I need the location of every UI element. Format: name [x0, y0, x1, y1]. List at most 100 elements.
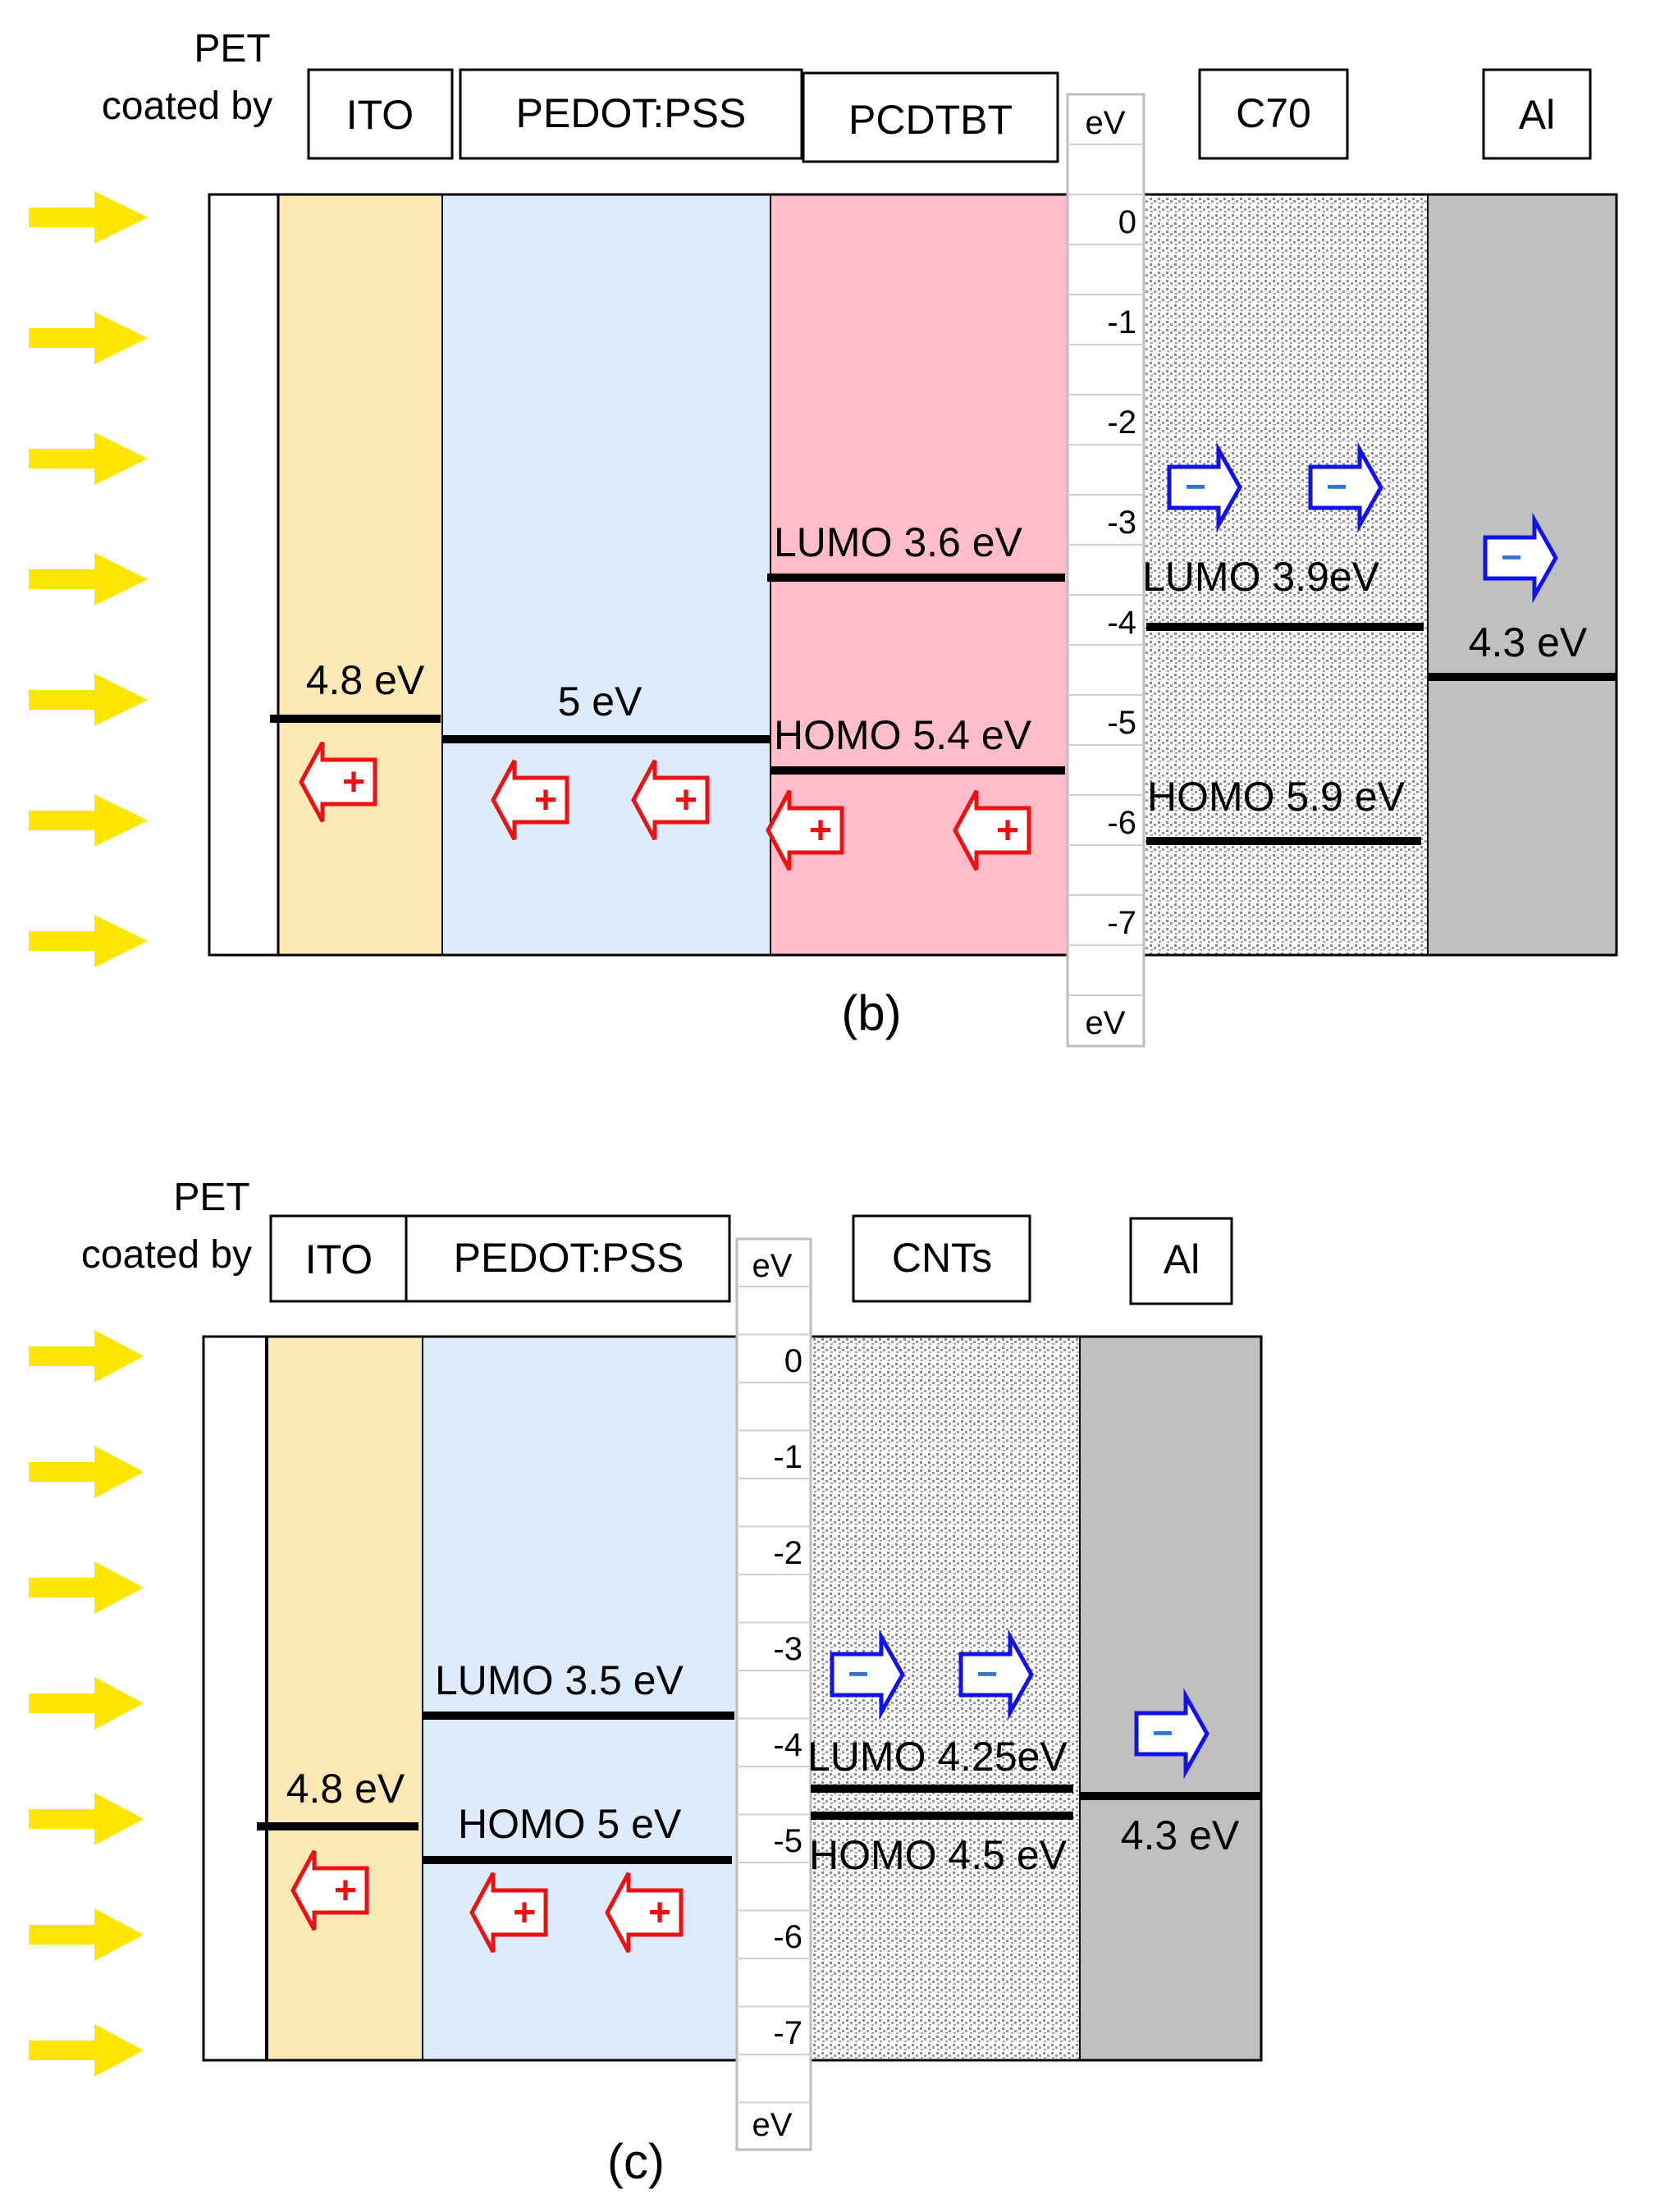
svg-text:−: − — [1326, 467, 1347, 507]
light-arrow-icon — [29, 1561, 144, 1614]
hole-arrow-icon: + — [299, 741, 377, 823]
svg-text:−: − — [976, 1654, 998, 1694]
hole-arrows-c: + + + — [290, 1849, 684, 1954]
al-level-label: 4.3 eV — [1121, 1812, 1240, 1858]
scale-tick-label: -1 — [1107, 304, 1136, 340]
svg-text:−: − — [1185, 467, 1206, 507]
pedot-homo-label: HOMO 5 eV — [458, 1801, 682, 1847]
svg-text:+: + — [648, 1891, 671, 1935]
panel-b: PET coated by ITO PEDOT:PSS PCDTBT C70 A… — [29, 27, 1618, 1048]
al-label-box-c — [1129, 1217, 1233, 1305]
ito-level-label: 4.8 eV — [306, 657, 425, 703]
electron-arrow-icon: − — [830, 1629, 905, 1721]
light-arrows-b — [29, 191, 148, 967]
scale-unit-top: eV — [1086, 105, 1126, 141]
scale-tick-label: -7 — [773, 2015, 802, 2051]
pcdtbt-homo-label: HOMO 5.4 eV — [774, 712, 1032, 758]
ev-scale-c: eV eV 0 -1 -2 -3 -4 -5 -6 -7 — [735, 1237, 812, 2151]
c70-label: C70 — [1236, 90, 1311, 136]
light-arrow-icon — [29, 312, 148, 364]
cnts-lumo-label: LUMO 4.25eV — [807, 1734, 1068, 1780]
hole-arrow-icon: + — [290, 1849, 369, 1931]
pcdtbt-label-box-b — [802, 71, 1059, 163]
pedot-label: PEDOT:PSS — [454, 1235, 684, 1281]
scale-unit-bottom: eV — [752, 2107, 793, 2143]
pet-substrate-c — [203, 1337, 267, 2060]
scale-tick-label: -5 — [773, 1823, 802, 1859]
al-label: Al — [1519, 92, 1555, 138]
cnts-homo-label: HOMO 4.5 eV — [809, 1832, 1068, 1878]
pedot-label: PEDOT:PSS — [516, 90, 747, 136]
substrate-label-line1: PET — [173, 1176, 249, 1219]
hole-arrows-b: + + + + + — [299, 741, 1031, 871]
pedot-layer-b — [442, 194, 770, 955]
hole-arrow-icon: + — [469, 1872, 548, 1954]
pet-substrate-b — [209, 194, 278, 955]
pedot-label-box-b — [459, 68, 803, 160]
light-arrow-icon — [29, 1330, 144, 1382]
scale-tick-label: -2 — [1107, 404, 1136, 441]
electron-arrow-icon: − — [958, 1629, 1034, 1721]
light-arrows-c — [29, 1330, 144, 2077]
substrate-label-line2: coated by — [102, 85, 272, 128]
ito-layer-b — [278, 194, 442, 955]
light-arrow-icon — [29, 915, 148, 967]
ito-label: ITO — [346, 92, 414, 138]
svg-text:−: − — [1501, 537, 1522, 578]
ev-scale-b: eV eV 0 -1 -2 -3 -4 -5 -6 -7 — [1066, 93, 1145, 1048]
scale-tick-label: -3 — [773, 1631, 802, 1667]
light-arrow-icon — [29, 2024, 144, 2077]
scale-unit-bottom: eV — [1086, 1005, 1126, 1041]
light-arrow-icon — [29, 191, 148, 244]
hole-arrow-icon: + — [953, 789, 1031, 871]
panel-c-caption: (c) — [607, 2134, 665, 2189]
svg-text:−: − — [848, 1654, 869, 1694]
al-label-box-b — [1482, 68, 1592, 160]
c70-label-box-b — [1198, 68, 1349, 160]
panel-c: PET coated by ITO PEDOT:PSS CNTs Al eV e… — [29, 1176, 1263, 2189]
scale-tick-label: -1 — [773, 1439, 802, 1475]
device-frame-c — [202, 1335, 1263, 2062]
hole-arrow-icon: + — [631, 759, 710, 841]
cnts-label: CNTs — [892, 1235, 992, 1281]
pedot-level-label: 5 eV — [558, 679, 643, 724]
ito-label: ITO — [305, 1236, 373, 1282]
electron-arrow-icon: − — [1134, 1688, 1209, 1780]
ito-layer-c — [267, 1337, 423, 2060]
svg-text:−: − — [1152, 1713, 1173, 1753]
light-arrow-icon — [29, 674, 148, 726]
light-arrow-icon — [29, 1446, 144, 1498]
pcdtbt-label: PCDTBT — [848, 97, 1013, 143]
svg-text:+: + — [674, 779, 697, 822]
electron-arrow-icon: − — [1483, 512, 1558, 604]
svg-text:+: + — [334, 1869, 357, 1913]
light-arrow-icon — [29, 553, 148, 606]
scale-tick-label: -5 — [1107, 705, 1136, 741]
scale-tick-label: -6 — [1107, 805, 1136, 841]
c70-homo-label: HOMO 5.9 eV — [1147, 774, 1406, 820]
light-arrow-icon — [29, 1908, 144, 1961]
scale-tick-label: -6 — [773, 1919, 802, 1955]
light-arrow-icon — [29, 1793, 144, 1845]
scale-tick-label: 0 — [1118, 204, 1136, 240]
c70-layer-b — [1144, 194, 1428, 955]
svg-text:+: + — [809, 809, 832, 852]
cnts-layer-c — [811, 1337, 1080, 2060]
ito-label-box-b — [307, 68, 454, 160]
scale-tick-label: -2 — [773, 1535, 802, 1571]
electron-arrows-b: − − − — [1167, 441, 1558, 604]
svg-text:+: + — [996, 809, 1019, 852]
scale-tick-label: 0 — [784, 1343, 802, 1379]
pcdtbt-lumo-label: LUMO 3.6 eV — [774, 519, 1023, 565]
electron-arrow-icon: − — [1167, 441, 1242, 533]
substrate-label-line2: coated by — [81, 1233, 252, 1277]
hole-arrow-icon: + — [491, 759, 569, 841]
ito-label-box-c — [269, 1214, 408, 1303]
svg-text:+: + — [513, 1891, 536, 1935]
electron-arrow-icon: − — [1308, 441, 1383, 533]
light-arrow-icon — [29, 432, 148, 485]
light-arrow-icon — [29, 794, 148, 847]
c70-lumo-label: LUMO 3.9eV — [1142, 554, 1380, 600]
scale-unit-top: eV — [752, 1248, 793, 1284]
